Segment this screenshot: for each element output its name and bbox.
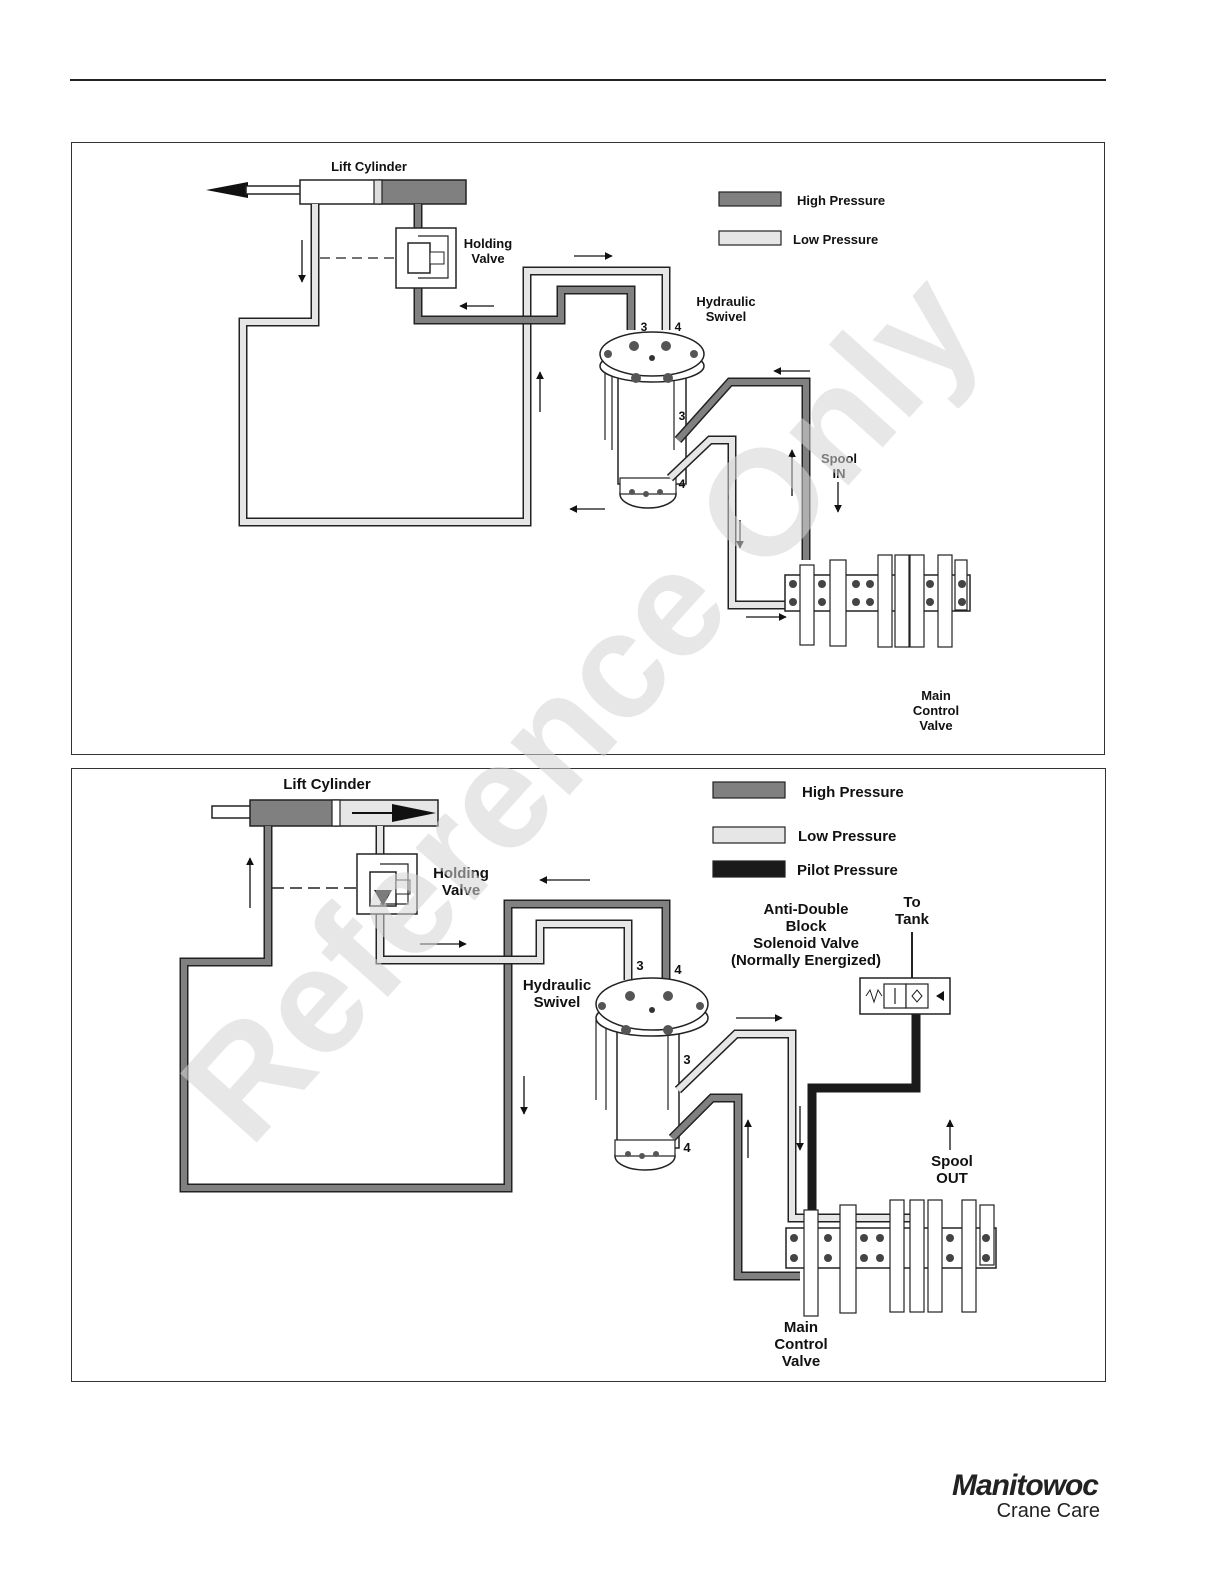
top-holding-valve xyxy=(320,227,457,289)
bottom-legend-low-label: Low Pressure xyxy=(798,828,896,845)
top-port-4-label: 4 xyxy=(675,320,682,334)
top-holding-valve-label-1: Holding xyxy=(464,236,512,251)
header-rule xyxy=(70,79,1106,81)
top-spool-label-2: IN xyxy=(833,466,846,481)
top-legend-low-swatch xyxy=(718,230,782,246)
bottom-mcv-label-2: Control xyxy=(774,1336,827,1353)
top-main-control-valve xyxy=(784,554,971,648)
bottom-legend-high-swatch xyxy=(712,781,786,799)
bottom-adb-label-2: Block xyxy=(786,918,828,935)
top-mcv-label-2: Control xyxy=(913,703,959,718)
bottom-swivel-label-1: Hydraulic xyxy=(523,977,591,994)
bottom-mcv-label-3: Valve xyxy=(782,1353,820,1370)
logo-brand: Manitowoc xyxy=(952,1469,1099,1502)
top-spool-label-1: Spool xyxy=(821,451,857,466)
bottom-legend-pilot-label: Pilot Pressure xyxy=(797,862,898,879)
top-legend-high-swatch xyxy=(718,191,782,207)
top-mcv-label-3: Valve xyxy=(919,718,952,733)
bottom-adb-label-3: Solenoid Valve xyxy=(753,935,859,952)
bottom-port-3-label: 3 xyxy=(636,958,643,973)
top-swivel-label-2: Swivel xyxy=(706,309,746,324)
top-port-3b-label: 3 xyxy=(679,409,686,423)
bottom-legend-low-swatch xyxy=(712,826,786,844)
top-diagram: Lift Cylinder Holding Valve Hydraulic Sw… xyxy=(206,159,971,733)
bottom-port-3b-label: 3 xyxy=(683,1052,690,1067)
top-legend-high-label: High Pressure xyxy=(797,193,885,208)
bottom-swivel-label-2: Swivel xyxy=(534,994,581,1011)
top-port-4b-label: 4 xyxy=(679,477,686,491)
top-lift-cylinder xyxy=(206,179,467,205)
bottom-main-control-valve xyxy=(785,1199,997,1317)
bottom-lift-cylinder-label: Lift Cylinder xyxy=(283,776,371,793)
bottom-holding-valve xyxy=(272,853,418,915)
bottom-legend-high-label: High Pressure xyxy=(802,784,904,801)
top-lift-cylinder-label: Lift Cylinder xyxy=(331,159,407,174)
top-legend-low-label: Low Pressure xyxy=(793,232,878,247)
bottom-legend-pilot-swatch xyxy=(712,860,786,878)
top-holding-valve-label-2: Valve xyxy=(471,251,504,266)
bottom-to-tank-label-2: Tank xyxy=(895,911,930,928)
bottom-holding-valve-label-2: Valve xyxy=(442,882,480,899)
bottom-spool-label-2: OUT xyxy=(936,1170,968,1187)
bottom-mcv-label-1: Main xyxy=(784,1319,818,1336)
bottom-holding-valve-label-1: Holding xyxy=(433,865,489,882)
top-mcv-label-1: Main xyxy=(921,688,951,703)
bottom-port-4-label: 4 xyxy=(674,962,682,977)
top-swivel-label-1: Hydraulic xyxy=(696,294,755,309)
top-port-3-label: 3 xyxy=(641,320,648,334)
bottom-adb-label-4: (Normally Energized) xyxy=(731,952,881,969)
bottom-lift-cylinder xyxy=(211,799,439,827)
bottom-hydraulic-swivel xyxy=(595,977,709,1171)
bottom-diagram: Lift Cylinder Holding Valve Hydraulic Sw… xyxy=(179,776,997,1370)
top-hydraulic-swivel xyxy=(599,331,705,509)
bottom-to-tank-label-1: To xyxy=(903,894,920,911)
bottom-port-4b-label: 4 xyxy=(683,1140,691,1155)
manitowoc-logo: Manitowoc Crane Care xyxy=(952,1470,1112,1530)
bottom-spool-label-1: Spool xyxy=(931,1153,973,1170)
bottom-adb-label-1: Anti-Double xyxy=(764,901,849,918)
bottom-anti-double-block-valve xyxy=(859,932,951,1015)
top-legend: High Pressure Low Pressure xyxy=(718,191,885,247)
bottom-legend: High Pressure Low Pressure Pilot Pressur… xyxy=(712,781,904,879)
logo-sub: Crane Care xyxy=(996,1500,1100,1522)
